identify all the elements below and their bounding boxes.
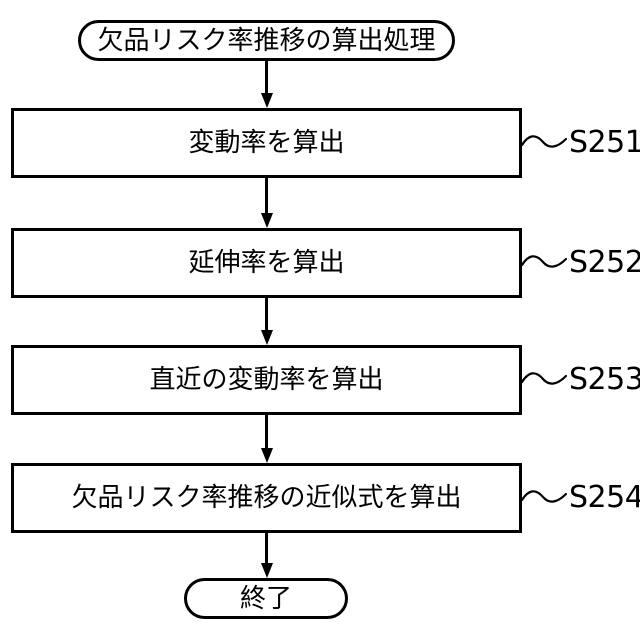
flow-arrow-down-icon xyxy=(265,60,268,93)
step-ref-s251: S251 xyxy=(521,128,640,158)
step-id-label: S251 xyxy=(569,125,640,160)
process-step-label: 変動率を算出 xyxy=(188,128,345,158)
squiggle-connector-icon xyxy=(521,135,567,148)
process-step-label: 欠品リスク率推移の近似式を算出 xyxy=(71,483,462,513)
end-terminal-label: 終了 xyxy=(239,583,292,614)
process-step-box-s252: 延伸率を算出 xyxy=(11,228,522,298)
flow-arrow-down-icon xyxy=(265,533,268,563)
step-ref-s253: S253 xyxy=(521,365,640,395)
step-id-label: S253 xyxy=(569,362,640,397)
step-id-label: S252 xyxy=(569,245,640,280)
start-terminal-label: 欠品リスク率推移の算出処理 xyxy=(97,25,436,56)
flow-arrow-down-icon xyxy=(265,415,268,448)
start-terminal: 欠品リスク率推移の算出処理 xyxy=(78,20,455,61)
flow-arrow-down-icon xyxy=(265,298,268,330)
process-step-box-s253: 直近の変動率を算出 xyxy=(11,345,522,415)
end-terminal: 終了 xyxy=(184,578,348,619)
process-step-box-s251: 変動率を算出 xyxy=(11,108,522,178)
step-ref-s254: S254 xyxy=(521,483,640,513)
squiggle-connector-icon xyxy=(521,490,567,503)
flow-arrow-down-icon xyxy=(265,178,268,213)
process-step-label: 直近の変動率を算出 xyxy=(149,365,384,395)
process-step-box-s254: 欠品リスク率推移の近似式を算出 xyxy=(11,463,522,533)
step-ref-s252: S252 xyxy=(521,248,640,278)
squiggle-connector-icon xyxy=(521,255,567,268)
step-id-label: S254 xyxy=(569,480,640,515)
squiggle-connector-icon xyxy=(521,372,567,385)
process-step-label: 延伸率を算出 xyxy=(188,248,345,278)
